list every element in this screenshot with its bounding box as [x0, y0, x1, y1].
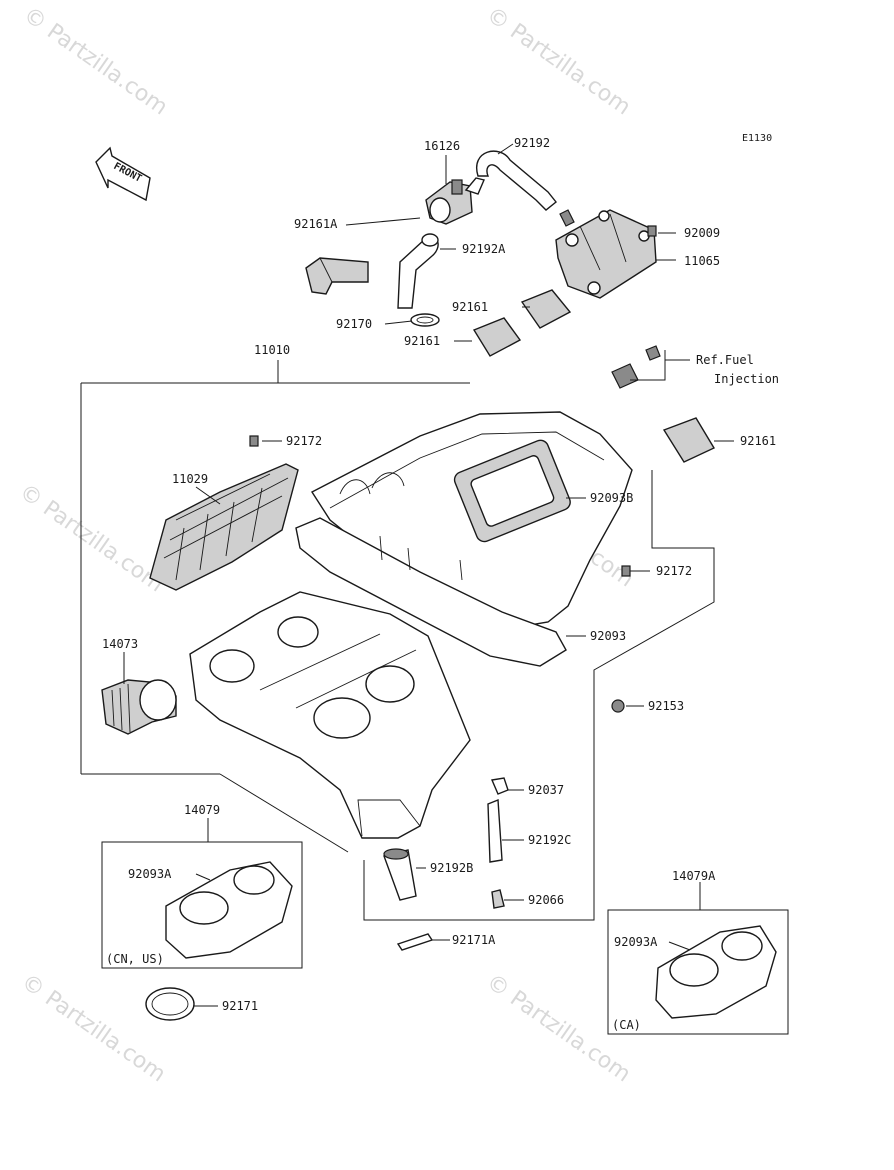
- part-number-label: 11029: [172, 472, 208, 486]
- part-number-label: 92170: [336, 317, 372, 331]
- watermark: © Partzilla.com: [482, 2, 635, 120]
- region-note: (CA): [612, 1018, 641, 1032]
- part-number-label: 92093B: [590, 491, 633, 505]
- housing-lower: [189, 591, 471, 839]
- sensor-ref: [611, 345, 661, 389]
- part-number-label: 92037: [528, 783, 564, 797]
- clamp-92170: [410, 313, 440, 327]
- part-number-label: 92153: [648, 699, 684, 713]
- air-switching-valve: [425, 177, 485, 225]
- watermark: © Partzilla.com: [19, 2, 172, 120]
- front-arrow-icon: FRONT: [95, 146, 151, 202]
- part-number-label: 14073: [102, 637, 138, 651]
- part-number-label: 92161: [740, 434, 776, 448]
- part-labels: 16126 92192 92009 11065 92161A 92192A 92…: [102, 136, 779, 1032]
- part-number-label: 92009: [684, 226, 720, 240]
- hose-92192a: [397, 233, 439, 309]
- region-note: (CN, US): [106, 952, 164, 966]
- bolt-92172-a: [249, 435, 259, 447]
- housing-upper: [295, 411, 633, 667]
- part-number-label: 92172: [286, 434, 322, 448]
- part-number-label: 92093: [590, 629, 626, 643]
- cap-92066: [491, 889, 505, 909]
- duct-14079a: [655, 925, 777, 1019]
- part-number-label: 14079A: [672, 869, 716, 883]
- leader-lines: [80, 143, 789, 1035]
- watermark: © Partzilla.com: [15, 479, 168, 597]
- bracket-92161a: [305, 257, 369, 295]
- plug-92192b: [383, 848, 417, 901]
- part-number-label: 92093A: [614, 935, 658, 949]
- part-number-label: 92161: [452, 300, 488, 314]
- part-number-label: 16126: [424, 139, 460, 153]
- grommet-92153: [611, 699, 625, 713]
- cover-11065: [555, 209, 657, 299]
- part-number-label: 92192B: [430, 861, 473, 875]
- part-number-label: 92192A: [462, 242, 506, 256]
- part-number-label: 92161A: [294, 217, 338, 231]
- part-number-label: 11065: [684, 254, 720, 268]
- part-number-label: 92192C: [528, 833, 571, 847]
- ref-note: Injection: [714, 372, 779, 386]
- part-number-label: 14079: [184, 803, 220, 817]
- duct-14073: [101, 679, 177, 735]
- pads-92161: [472, 289, 715, 463]
- part-number-label: 92171A: [452, 933, 496, 947]
- duct-14079: [165, 861, 293, 959]
- part-number-label: 92161: [404, 334, 440, 348]
- clamp-92171a: [396, 933, 434, 951]
- bolt-92172-b: [621, 565, 631, 577]
- hose-92192: [475, 150, 557, 211]
- part-number-label: 92172: [656, 564, 692, 578]
- watermark: © Partzilla.com: [17, 969, 170, 1087]
- part-number-label: 92171: [222, 999, 258, 1013]
- part-number-label: 92093A: [128, 867, 172, 881]
- part-number-label: 92066: [528, 893, 564, 907]
- hose-92192c: [487, 798, 503, 863]
- part-number-label: 92192: [514, 136, 550, 150]
- diagram-id: E1130: [742, 133, 772, 144]
- clamp-92171: [145, 987, 195, 1021]
- part-number-label: 11010: [254, 343, 290, 357]
- filter-11029: [149, 463, 299, 591]
- bolt-92009: [647, 225, 657, 237]
- ref-note: Ref.Fuel: [696, 353, 754, 367]
- clip-92037: [491, 777, 509, 795]
